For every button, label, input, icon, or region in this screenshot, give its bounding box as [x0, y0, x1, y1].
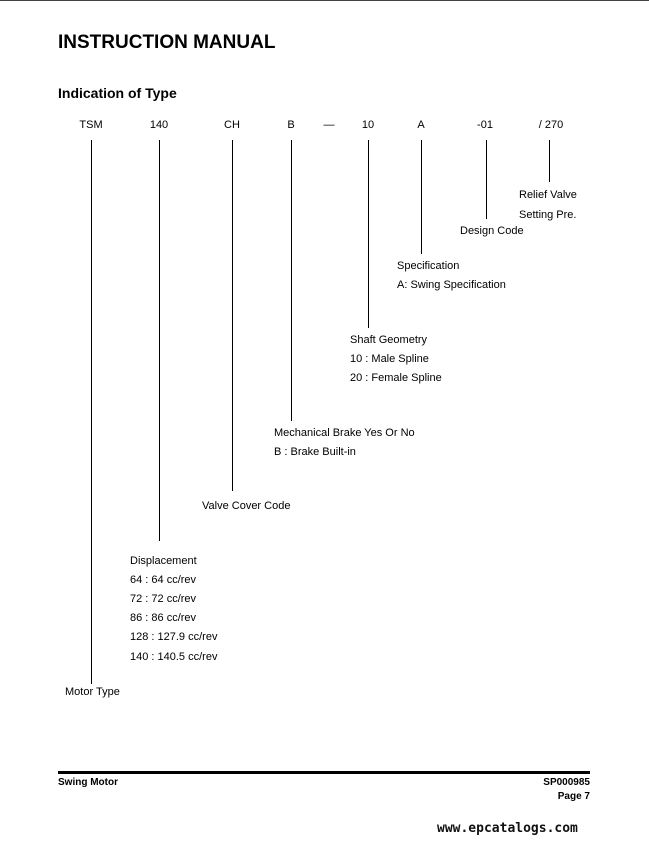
- code-270: / 270: [538, 119, 564, 131]
- code-ch: CH: [224, 119, 240, 131]
- footer-page-number: Page 7: [557, 791, 590, 802]
- displacement-label: Displacement: [130, 555, 197, 567]
- leader-line-motor: [91, 140, 92, 684]
- valve-label: Valve Cover Code: [202, 500, 291, 512]
- displacement-option: 128 : 127.9 cc/rev: [130, 631, 218, 643]
- shaft-option: 20 : Female Spline: [350, 372, 442, 384]
- displacement-option: 86 : 86 cc/rev: [130, 612, 197, 624]
- footer-section: Swing Motor: [58, 777, 118, 788]
- code-dash: —: [323, 119, 335, 131]
- shaft-option: 10 : Male Spline: [350, 353, 429, 365]
- code-10: 10: [361, 119, 375, 131]
- displacement-option: 140 : 140.5 cc/rev: [130, 651, 218, 663]
- watermark: www.epcatalogs.com: [437, 821, 578, 836]
- code-a: A: [417, 119, 425, 131]
- relief-label-2: Setting Pre.: [519, 209, 577, 221]
- code-b: B: [287, 119, 295, 131]
- page-title: INSTRUCTION MANUAL: [58, 32, 276, 53]
- displacement-option: 64 : 64 cc/rev: [130, 574, 197, 586]
- displacement-option: 72 : 72 cc/rev: [130, 593, 197, 605]
- spec-option: A: Swing Specification: [397, 279, 506, 291]
- leader-line-spec: [421, 140, 422, 254]
- footer-doc-number: SP000985: [543, 777, 590, 788]
- design-label: Design Code: [460, 225, 524, 237]
- top-border: [0, 0, 649, 1]
- section-heading: Indication of Type: [58, 85, 177, 101]
- footer-rule: [58, 771, 590, 774]
- code-01: -01: [477, 119, 493, 131]
- leader-line-design: [486, 140, 487, 219]
- brake-option: B : Brake Built-in: [274, 446, 356, 458]
- code-tsm: TSM: [79, 119, 103, 131]
- leader-line-relief: [549, 140, 550, 182]
- motor-type-label: Motor Type: [65, 686, 120, 698]
- spec-label: Specification: [397, 260, 460, 272]
- shaft-label: Shaft Geometry: [350, 334, 428, 346]
- leader-line-shaft: [368, 140, 369, 328]
- code-140: 140: [149, 119, 169, 131]
- leader-line-valve: [232, 140, 233, 491]
- leader-line-brake: [291, 140, 292, 421]
- brake-label: Mechanical Brake Yes Or No: [274, 427, 415, 439]
- leader-line-displacement: [159, 140, 160, 541]
- relief-label: Relief Valve: [519, 189, 577, 201]
